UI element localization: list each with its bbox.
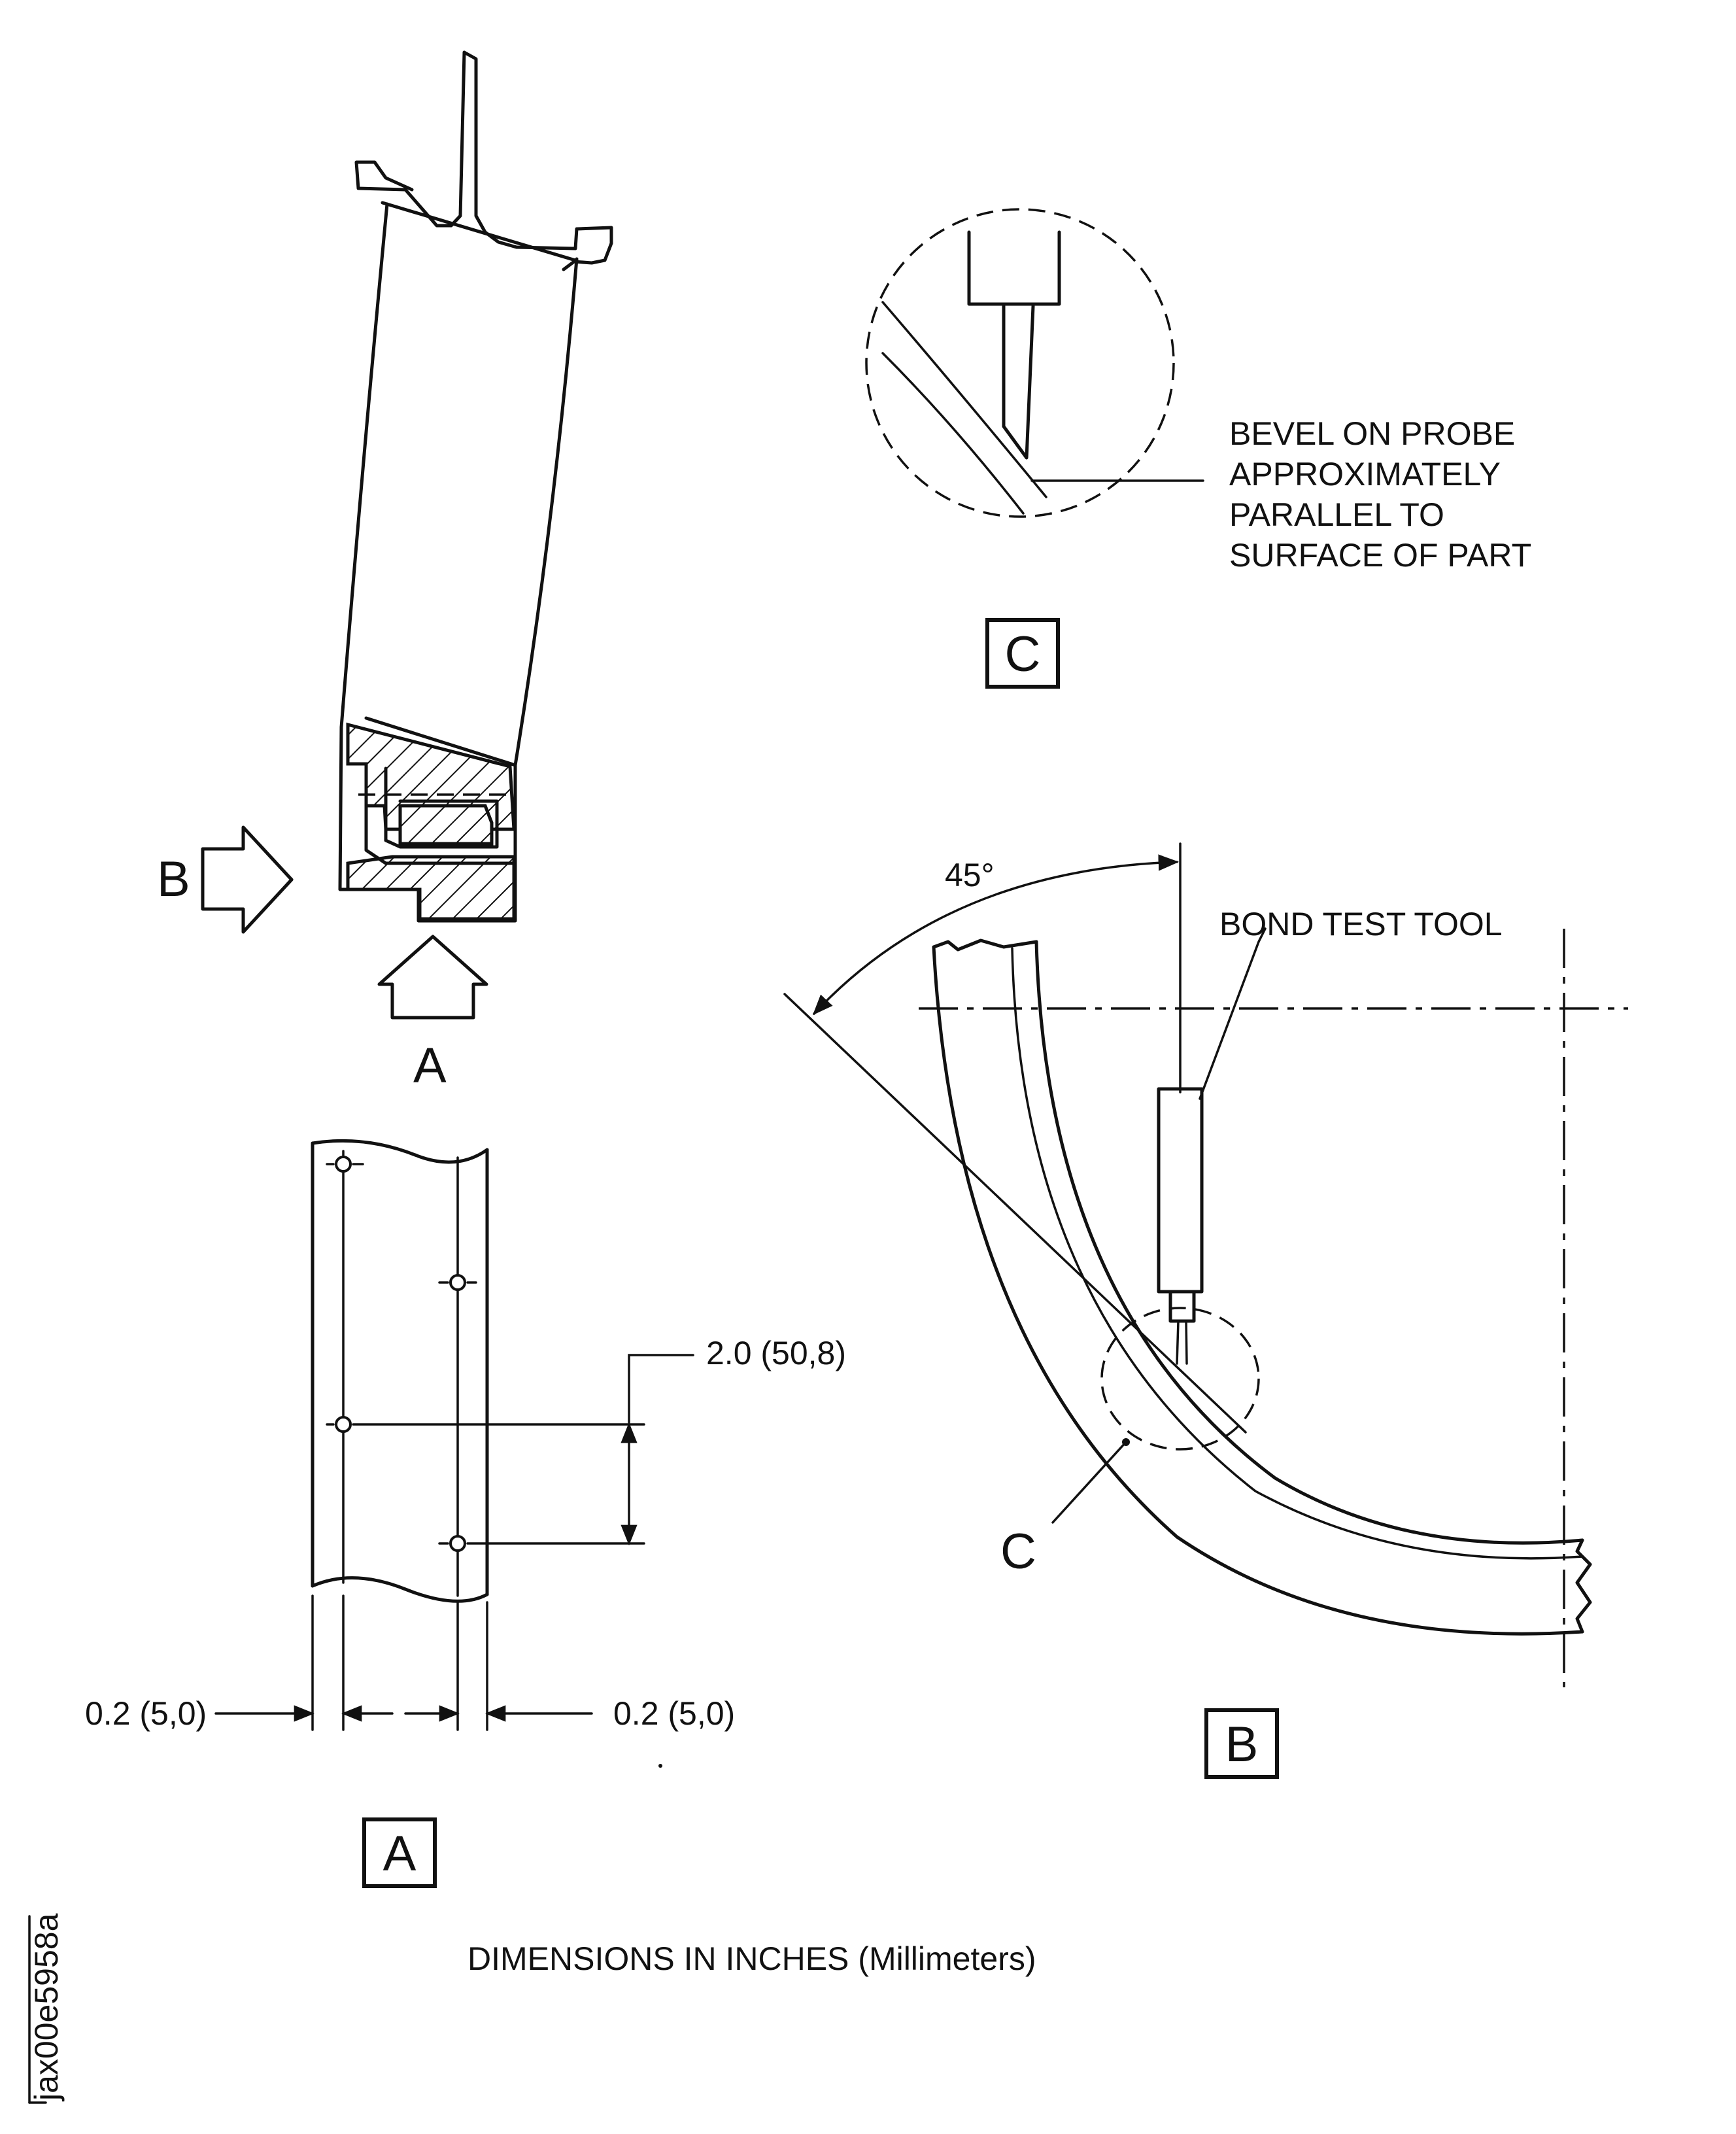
view-a-title-box (362, 1817, 437, 1888)
view-c-title-box (985, 618, 1060, 689)
detail-c: BEVEL ON PROBE APPROXIMATELY PARALLEL TO… (865, 208, 1531, 689)
figure-id-label: jax00e5958a (28, 1913, 65, 2102)
hole-2 (449, 1274, 466, 1291)
hole-1 (335, 1156, 352, 1173)
figure-id: jax00e5958a (28, 1913, 65, 2104)
view-a-arrow-label: A (413, 1038, 447, 1093)
bond-test-tool-label: BOND TEST TOOL (1219, 906, 1503, 942)
view-a-arrow: A (377, 935, 488, 1093)
view-b-arrow: B (157, 825, 294, 934)
hole-3 (335, 1416, 352, 1433)
view-b-title: B (1225, 1717, 1259, 1772)
dimensions-note: DIMENSIONS IN INCHES (Millimeters) (468, 1940, 1036, 1977)
hole-4 (449, 1535, 466, 1552)
view-a-title: A (383, 1826, 417, 1882)
view-b: 45° BOND TEST TOOL C B (783, 842, 1628, 1779)
edge-dimension-right: 0.2 (5,0) (613, 1695, 735, 1732)
view-c-title: C (1005, 627, 1041, 682)
detail-c-marker (1100, 1307, 1260, 1451)
view-b-arrow-label: B (157, 852, 190, 907)
edge-dimension-left: 0.2 (5,0) (85, 1695, 207, 1732)
bevel-note: BEVEL ON PROBE APPROXIMATELY PARALLEL TO… (1229, 415, 1531, 574)
detail-c-callout: C (1000, 1524, 1036, 1579)
detail-c-circle (865, 208, 1175, 518)
angle-label: 45° (945, 857, 995, 893)
view-b-title-box (1204, 1708, 1279, 1779)
spacing-dimension: 2.0 (50,8) (706, 1335, 846, 1371)
view-a: 2.0 (50,8) 0.2 (5,0) 0.2 (5,0) A (85, 1139, 846, 1888)
vane-part (338, 50, 613, 923)
bond-test-tool-body (1157, 1087, 1204, 1294)
